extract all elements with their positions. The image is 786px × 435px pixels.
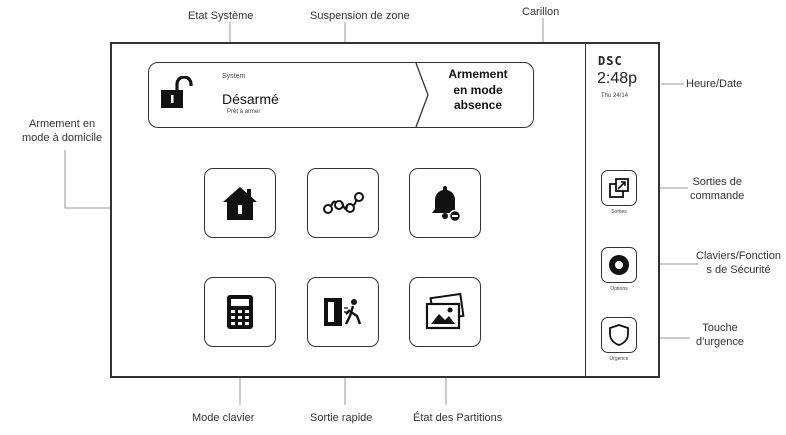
keypad-sidebar (585, 44, 658, 376)
options-button[interactable] (601, 247, 637, 283)
emergency-caption: Urgence (609, 356, 629, 362)
annotation-sorties-commande: Sorties de commande (690, 176, 744, 204)
annotation-touche-urgence-line1: Touche (702, 322, 738, 334)
partition-status-button[interactable] (409, 277, 481, 347)
away-arm-line1: Armement (448, 67, 508, 81)
emergency-button[interactable] (601, 317, 637, 353)
annotation-etat-partitions: État des Partitions (413, 412, 503, 424)
status-bar[interactable] (148, 62, 534, 128)
zone-bypass-button[interactable] (307, 168, 379, 238)
options-caption: Options (610, 286, 628, 292)
annotation-suspension-zone: Suspension de zone (310, 10, 410, 22)
away-arm-button[interactable]: Armement en mode absence (428, 67, 528, 114)
annotation-claviers-securite-line1: Claviers/Fonction (696, 250, 781, 262)
shield-icon (609, 324, 629, 346)
annotation-heure-date: Heure/Date (686, 78, 743, 90)
annotation-sortie-rapide: Sortie rapide (310, 412, 373, 424)
home-icon (223, 187, 257, 220)
annotation-armement-domicile-line2: mode à domicile (22, 131, 103, 144)
bell-icon (432, 186, 462, 223)
command-outputs-button[interactable] (601, 170, 637, 206)
dsc-logo: DSC (598, 54, 623, 68)
annotation-sorties-commande-line1: Sorties de (692, 176, 742, 188)
annotation-sorties-commande-line2: commande (690, 189, 745, 202)
clock-time: 2:48p (597, 70, 638, 87)
annotation-touche-urgence-line2: d'urgence (696, 335, 744, 348)
options-icon (609, 255, 629, 275)
keypad-icon (227, 295, 253, 329)
unlocked-padlock-icon (161, 76, 193, 108)
annotation-armement-domicile-line1: Armement en (29, 118, 96, 130)
status-ready: Prêt à armer (227, 109, 261, 115)
annotation-touche-urgence: Touche d'urgence (696, 322, 744, 350)
exit-door-icon (324, 298, 362, 326)
clock-date: Thu 24/14 (601, 93, 629, 99)
status-system-label: System (222, 73, 246, 80)
annotation-carillon: Carillon (522, 6, 560, 18)
annotation-armement-domicile: Armement en mode à domicile (22, 118, 102, 146)
status-state: Désarmé (222, 91, 279, 107)
stay-arm-button[interactable] (204, 168, 276, 238)
output-icon (609, 178, 629, 198)
annotation-etat-systeme: Etat Système (188, 10, 254, 22)
outputs-caption: Sorties (611, 209, 627, 215)
photos-icon (425, 292, 465, 330)
chime-button[interactable] (409, 168, 481, 238)
annotation-mode-clavier: Mode clavier (192, 412, 255, 424)
annotation-claviers-securite-line2: s de Sécurité (706, 263, 771, 276)
away-arm-line3: absence (453, 98, 503, 113)
keypad-mode-button[interactable] (204, 277, 276, 347)
quick-exit-button[interactable] (307, 277, 379, 347)
annotation-claviers-securite: Claviers/Fonction s de Sécurité (696, 250, 781, 278)
away-arm-line2: en mode (453, 82, 503, 97)
zone-bypass-icon (323, 192, 364, 214)
